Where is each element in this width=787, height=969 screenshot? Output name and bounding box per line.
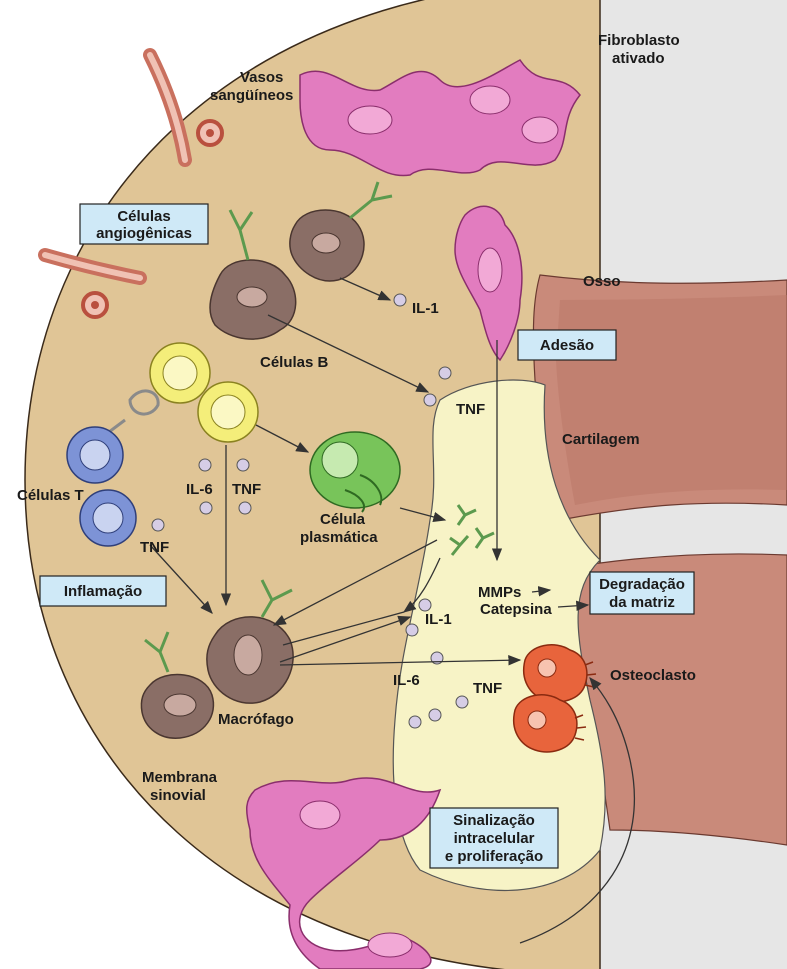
label-membrana-line1: Membrana [142,769,218,786]
label-tnf-left: TNF [232,481,261,498]
box-sinalizacao-line3: e proliferação [445,848,543,865]
label-osso: Osso [583,273,621,290]
label-il6-bottom: IL-6 [393,672,420,689]
box-celulas-angiogenicas-line2: angiogênicas [96,225,192,242]
label-fibroblasto-line1: Fibroblasto [598,32,680,49]
label-fibroblasto-line2: ativado [612,50,665,67]
box-sinalizacao-line1: Sinalização [453,812,535,829]
label-il1-bottom: IL-1 [425,611,452,628]
cartilage [556,295,787,505]
box-celulas-angiogenicas-line1: Células [117,208,170,225]
box-degradacao-matriz: Degradação da matriz [590,572,694,614]
box-adesao-label: Adesão [540,337,594,354]
label-il6-left: IL-6 [186,481,213,498]
label-membrana-line2: sinovial [150,787,206,804]
label-osteoclasto: Osteoclasto [610,667,696,684]
label-catepsina: Catepsina [480,601,552,618]
box-degradacao-line2: da matriz [609,594,675,611]
label-plasmatica-line1: Célula [320,511,366,528]
b-cell-top [150,343,210,403]
box-sinalizacao: Sinalização intracelular e proliferação [430,808,558,868]
label-macrofago: Macrófago [218,711,294,728]
box-celulas-angiogenicas: Células angiogênicas [80,204,208,244]
label-tnf-tcell: TNF [140,539,169,556]
label-cartilagem: Cartilagem [562,431,640,448]
label-il1-top: IL-1 [412,300,439,317]
label-celulas-b: Células B [260,354,329,371]
label-mmps: MMPs [478,584,521,601]
box-degradacao-line1: Degradação [599,576,685,593]
blood-vessel-cross-section-1 [198,121,222,145]
box-inflamacao-label: Inflamação [64,583,142,600]
label-vasos-line1: Vasos [240,69,283,86]
label-tnf-bottom: TNF [473,680,502,697]
box-inflamacao: Inflamação [40,576,166,606]
t-cell-bottom [80,490,136,546]
box-adesao: Adesão [518,330,616,360]
label-tnf-mid: TNF [456,401,485,418]
label-vasos-line2: sangüíneos [210,87,293,104]
b-cell-mid [198,382,258,442]
label-plasmatica-line2: plasmática [300,529,378,546]
box-sinalizacao-line2: intracelular [454,830,535,847]
label-celulas-t: Células T [17,487,84,504]
blood-vessel-cross-section-2 [83,293,107,317]
t-cell-top [67,427,123,483]
